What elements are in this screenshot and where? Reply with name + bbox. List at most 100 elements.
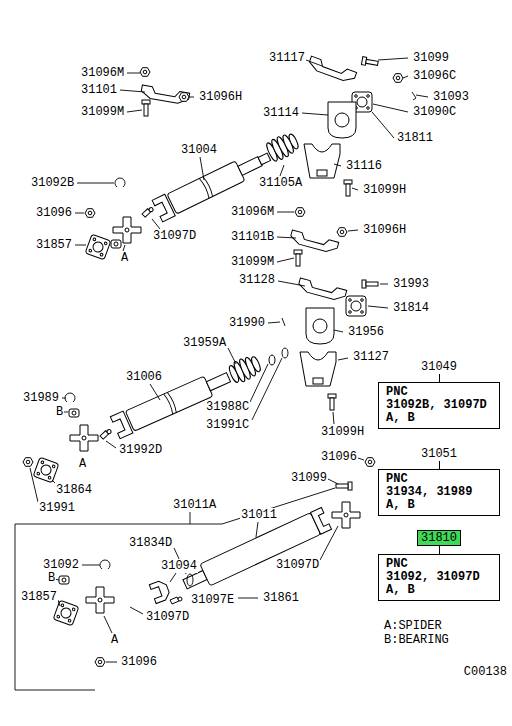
universal-joint-center xyxy=(65,393,75,402)
callout-number: 31096C xyxy=(412,69,457,83)
callout-number: 31990 xyxy=(228,316,266,330)
callout-number: 31090C xyxy=(412,105,457,119)
callout-number: 31096 xyxy=(120,655,158,669)
key-letter: A xyxy=(120,251,129,265)
support-bracket-top xyxy=(307,56,356,84)
support-bracket-middle xyxy=(300,352,336,386)
pnc-box: 31051PNC31934, 31989A, B xyxy=(378,447,500,516)
pnc-frame: PNC31092, 31097DA, B xyxy=(378,554,500,601)
heading-leader xyxy=(439,461,440,469)
propeller-shaft-rear xyxy=(183,570,207,588)
universal-joint-rear xyxy=(170,597,182,604)
callout-number: 31006 xyxy=(125,370,163,384)
universal-joint-center xyxy=(23,348,288,483)
callout-number: 31811 xyxy=(396,131,434,145)
pnc-line: 31934, 31989 xyxy=(386,486,492,499)
part-number-heading: 31051 xyxy=(418,447,460,461)
support-bracket-top xyxy=(140,56,416,196)
callout-number: 31114 xyxy=(262,106,300,120)
callout-number: 31857 xyxy=(20,590,58,604)
support-bracket-top xyxy=(361,57,378,68)
pnc-line: A, B xyxy=(386,584,492,597)
heading-leader xyxy=(439,546,440,554)
universal-joint-center xyxy=(33,457,59,483)
callout-number: 31096H xyxy=(198,90,243,104)
callout-number: 31011A xyxy=(172,498,217,512)
support-bracket-middle xyxy=(306,308,334,344)
propeller-shaft-front xyxy=(258,153,270,165)
propeller-shaft-rear xyxy=(200,513,321,586)
universal-joint-front xyxy=(115,178,125,187)
universal-joint-rear xyxy=(95,658,105,667)
callout-number: 31011 xyxy=(240,508,278,522)
callout-number: 31857 xyxy=(35,238,73,252)
universal-joint-center xyxy=(99,429,113,440)
callout-number: 31096 xyxy=(320,450,358,464)
key-letter: B xyxy=(47,571,56,585)
support-bracket-top xyxy=(344,180,352,196)
callout-number: 31099 xyxy=(290,471,328,485)
support-bracket-top xyxy=(179,93,189,102)
key-letter: B xyxy=(55,405,64,419)
part-number-heading: 31810 xyxy=(417,530,461,546)
propeller-shaft-center xyxy=(164,392,178,414)
support-bracket-top xyxy=(328,102,356,138)
callout-number: 31993 xyxy=(392,277,430,291)
callout-number: 31099H xyxy=(320,425,365,439)
universal-joint-rear xyxy=(100,560,110,569)
callout-number: 31097D xyxy=(275,558,320,572)
universal-joint-rear xyxy=(86,587,114,613)
support-bracket-middle xyxy=(282,318,285,326)
propeller-shaft-rear xyxy=(180,507,332,595)
universal-joint-front xyxy=(85,234,111,260)
pnc-box: 31810PNC31092, 31097DA, B xyxy=(378,530,500,601)
callout-number: 31989 xyxy=(22,391,60,405)
callout-number: 31864 xyxy=(55,483,93,497)
propeller-shaft-center xyxy=(125,376,213,431)
universal-joint-center xyxy=(282,348,288,358)
callout-number: 31988C xyxy=(205,400,250,414)
boot xyxy=(287,133,299,150)
propeller-shaft-rear xyxy=(310,507,331,534)
legend-note: B:BEARING xyxy=(383,633,450,647)
callout-number: 31096H xyxy=(362,223,407,237)
pnc-line: PNC xyxy=(386,558,492,571)
callout-number: 31096M xyxy=(80,66,125,80)
callout-number: 31092 xyxy=(42,558,80,572)
universal-joint-rear xyxy=(149,579,171,603)
drawing-code: C00138 xyxy=(463,665,508,679)
callout-number: 31099M xyxy=(80,105,125,119)
pnc-frame: PNC31934, 31989A, B xyxy=(378,469,500,516)
callout-number: 31861 xyxy=(262,591,300,605)
callout-number: 31101 xyxy=(80,83,118,97)
support-bracket-middle xyxy=(294,250,302,266)
universal-joint-center xyxy=(69,409,79,417)
support-bracket-middle xyxy=(295,208,305,217)
universal-joint-center xyxy=(23,458,33,467)
pnc-line: PNC xyxy=(386,386,492,399)
support-bracket-top xyxy=(412,92,416,100)
universal-joint-rear xyxy=(365,458,375,467)
support-bracket-middle xyxy=(328,394,336,410)
universal-joint-rear xyxy=(336,482,352,490)
key-letter: A xyxy=(110,633,119,647)
callout-number: 31096M xyxy=(230,205,275,219)
pnc-line: PNC xyxy=(386,473,492,486)
support-bracket-middle xyxy=(297,278,346,302)
heading-leader xyxy=(439,374,440,382)
pnc-frame: PNC31092B, 31097DA, B xyxy=(378,382,500,429)
callout-number: 31956 xyxy=(347,325,385,339)
part-number-heading: 31049 xyxy=(418,360,460,374)
universal-joint-center xyxy=(269,355,275,365)
callout-number: 31101B xyxy=(230,230,275,244)
support-bracket-middle xyxy=(362,280,378,288)
callout-number: 31099M xyxy=(230,255,275,269)
callout-number: 31991C xyxy=(205,418,250,432)
universal-joint-rear xyxy=(53,600,79,626)
callout-number: 31105A xyxy=(258,176,303,190)
callout-number: 31814 xyxy=(392,301,430,315)
pnc-line: A, B xyxy=(386,499,492,512)
callout-number: 31004 xyxy=(180,143,218,157)
box-heading-row: 31049 xyxy=(378,360,500,374)
callout-number: 31097D xyxy=(145,610,190,624)
